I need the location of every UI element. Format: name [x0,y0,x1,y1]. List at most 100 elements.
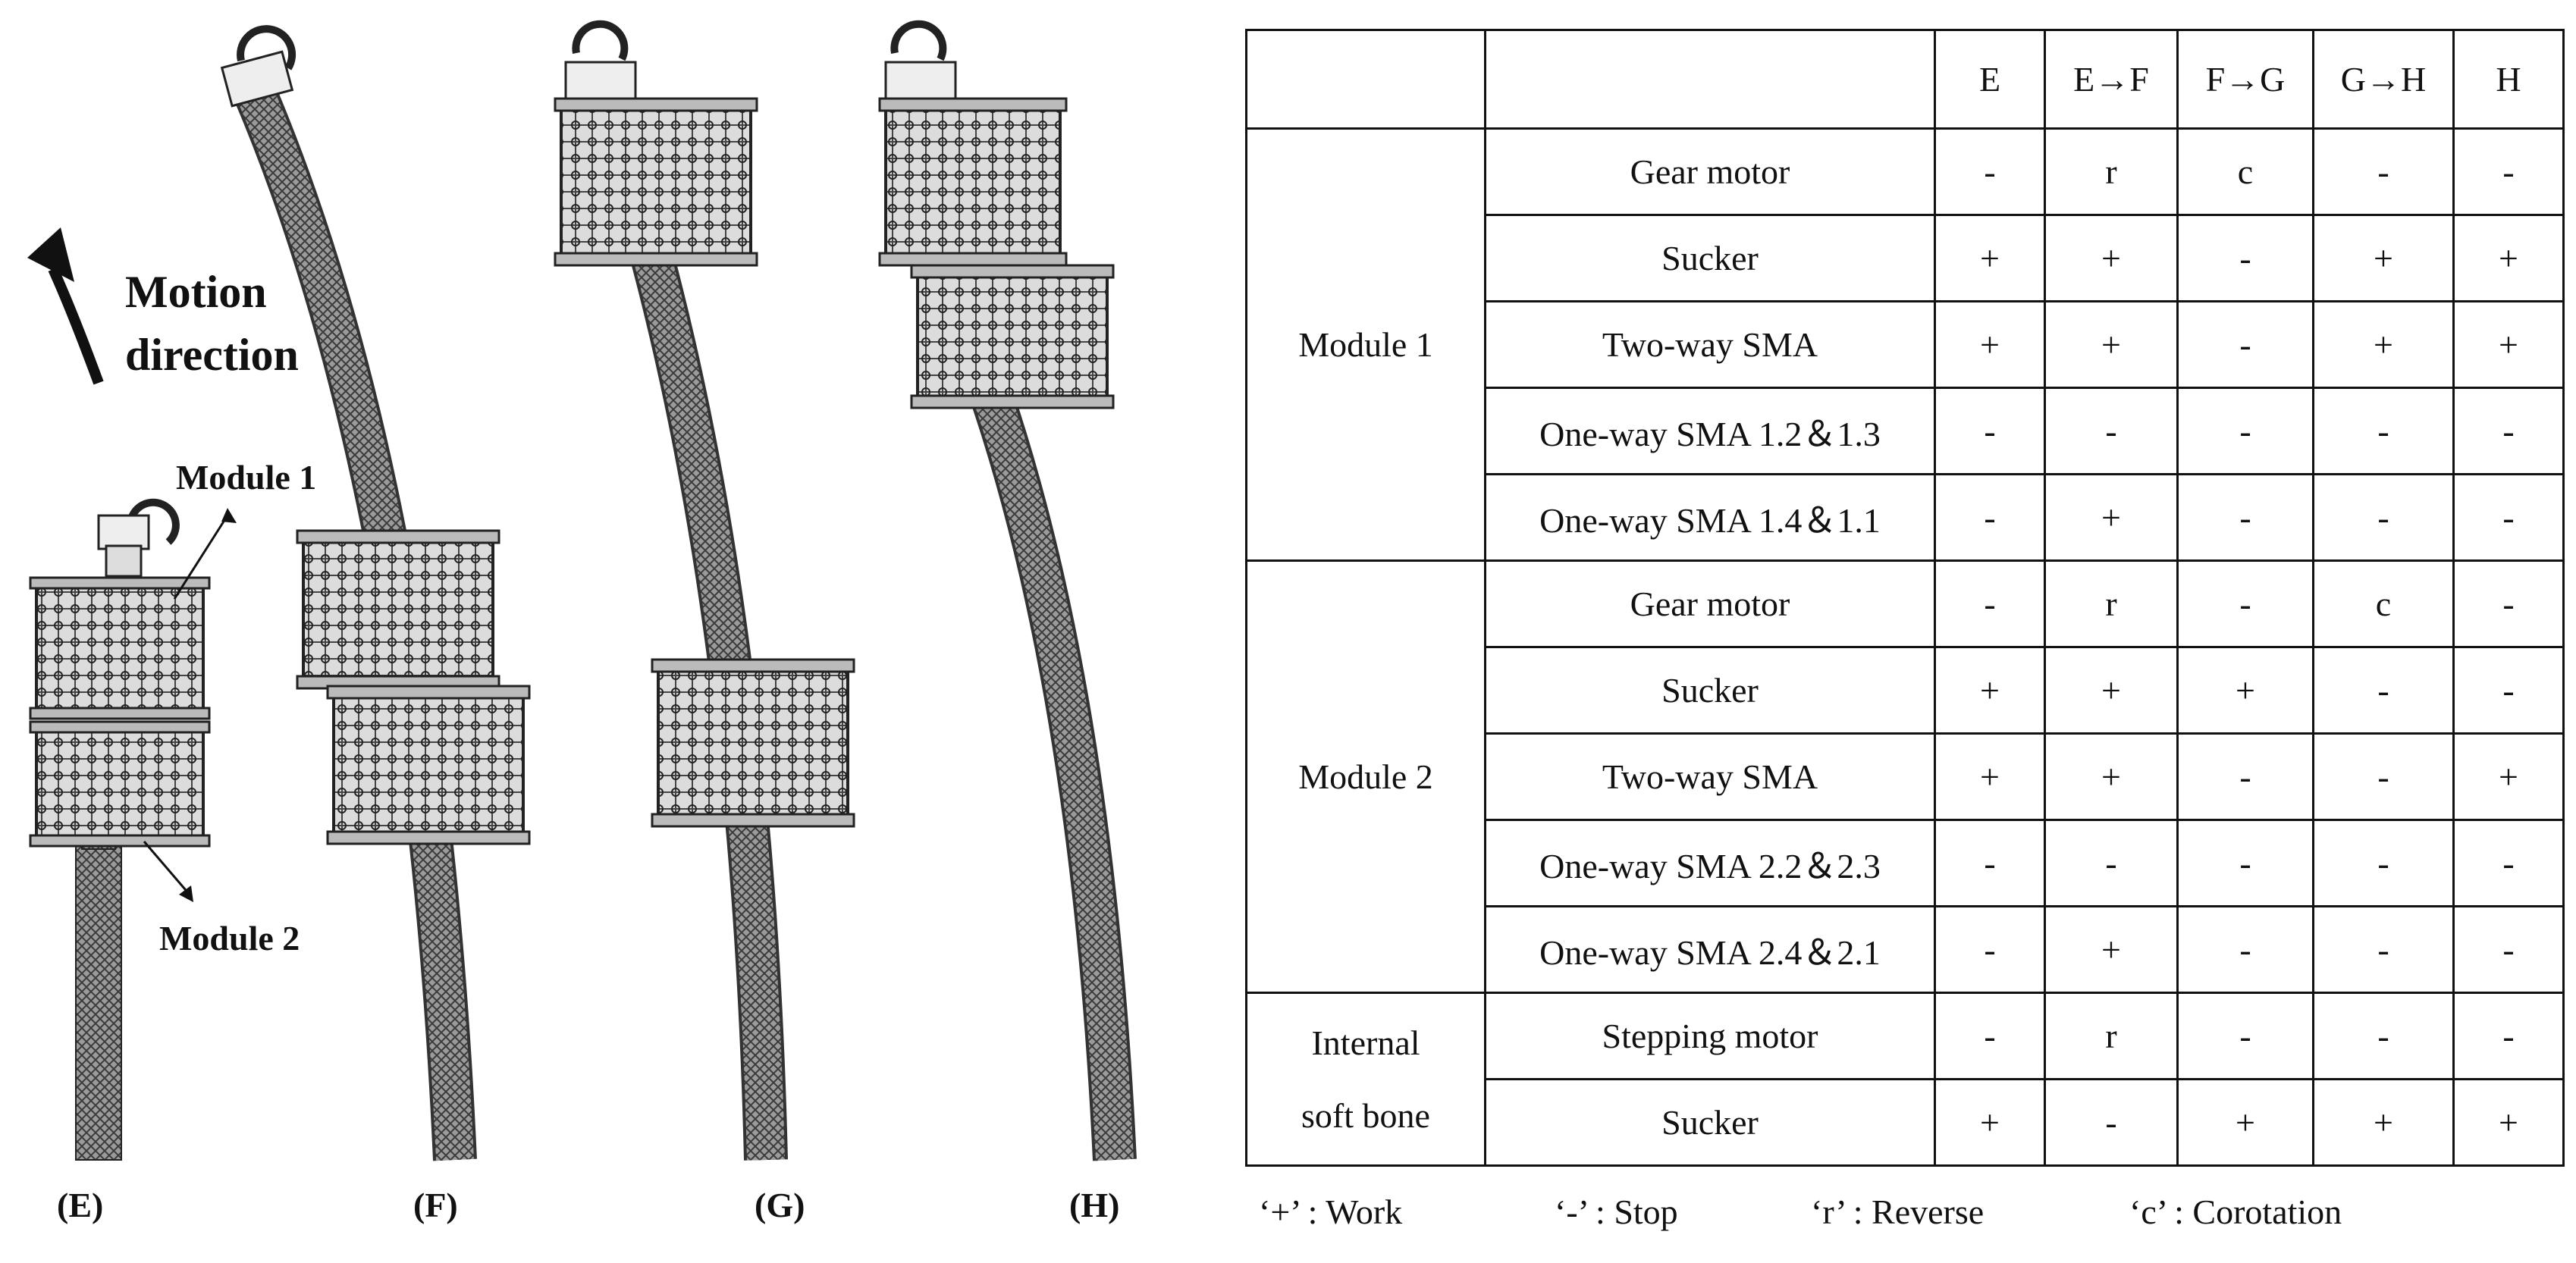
motion-label-line1: Motion [125,267,267,317]
state-cell: - [2452,819,2565,907]
column-header: F→G [2176,29,2314,130]
state-cell: - [2312,646,2455,735]
state-cell: + [2452,300,2565,389]
state-cell: - [2312,473,2455,562]
state-cell: - [2176,300,2314,389]
state-cell: + [1934,646,2046,735]
state-cell: - [2312,992,2455,1080]
table-row: Two-way SMA + + - + + [1247,300,2565,389]
state-cell: - [2452,127,2565,216]
state-cell: + [2044,300,2179,389]
state-cell: + [2044,646,2179,735]
module-1-label: Module 1 [176,458,316,497]
table-row: One-way SMA 2.2＆2.3 - - - - - [1247,819,2565,907]
motion-label-line2: direction [125,330,299,380]
state-cell: - [2312,905,2455,994]
panel-label-g: (G) [755,1186,805,1224]
state-cell: + [2176,1078,2314,1167]
state-cell: + [1934,300,2046,389]
state-cell: - [2312,819,2455,907]
component-cell: One-way SMA 2.2＆2.3 [1484,819,1936,907]
component-cell: Two-way SMA [1484,732,1936,821]
robot-panel-g [554,20,855,1161]
table-row: Sucker + - + + + [1247,1078,2565,1167]
group-cell-module-2: Module 2 [1245,559,1486,994]
component-cell: Gear motor [1484,559,1936,648]
robot-panel-f [220,25,531,1161]
state-cell: + [2176,646,2314,735]
table-row: One-way SMA 1.4＆1.1 - + - - - [1247,473,2565,562]
group-name-line1: Internal [1311,1023,1420,1062]
state-cell: - [2452,559,2565,648]
legend-item-stop: ‘-’ : Stop [1555,1192,1678,1231]
state-cell: - [2044,387,2179,475]
state-cell: - [1934,127,2046,216]
panel-label-f: (F) [413,1186,458,1224]
legend-item-reverse: ‘r’ : Reverse [1811,1192,1985,1231]
table-row: Module 1 Gear motor - r c - - [1245,127,2565,562]
state-cell: - [1934,387,2046,475]
state-cell: + [2044,473,2179,562]
state-cell: r [2044,127,2179,216]
state-cell: - [2452,905,2565,994]
table-row: Sucker + + - + + [1247,214,2565,302]
state-cell: - [2452,473,2565,562]
table-row: Two-way SMA + + - - + [1247,732,2565,821]
state-cell: + [2312,214,2455,302]
robot-motion-illustration: Motion direction Module 1 Module 2 [27,20,1137,1224]
component-cell: Two-way SMA [1484,300,1936,389]
legend: ‘+’ : Work ‘-’ : Stop ‘r’ : Reverse ‘c’ … [1259,1192,2533,1237]
component-state-table: E E→F F→G G→H H Module 1 Gear motor - r … [1245,29,2565,1167]
table-row: Internal soft bone Stepping motor - r - … [1245,992,2565,1167]
table-row: One-way SMA 2.4＆2.1 - + - - - [1247,905,2565,994]
state-cell: + [2312,300,2455,389]
module-2-label: Module 2 [159,919,300,957]
legend-item-corotation: ‘c’ : Corotation [2129,1192,2342,1231]
column-header: E [1934,29,2046,130]
state-cell: - [2176,732,2314,821]
table-header-row: E E→F F→G G→H H [1245,29,2565,130]
motion-direction-arrow [27,227,104,385]
state-cell: + [1934,214,2046,302]
state-cell: - [2312,127,2455,216]
state-cell: c [2312,559,2455,648]
component-cell: Sucker [1484,214,1936,302]
state-cell: - [1934,559,2046,648]
state-cell: + [2312,1078,2455,1167]
table-row: Sucker + + + - - [1247,646,2565,735]
state-cell: - [2044,819,2179,907]
column-header: H [2452,29,2565,130]
state-cell: - [1934,905,2046,994]
group-cell-module-1: Module 1 [1245,127,1486,562]
state-cell: - [2176,905,2314,994]
state-cell: + [2452,732,2565,821]
state-cell: + [2452,1078,2565,1167]
state-cell: - [2176,214,2314,302]
state-cell: + [2452,214,2565,302]
header-empty-cell [1484,29,1936,130]
state-cell: + [2044,732,2179,821]
state-cell: - [2176,387,2314,475]
header-empty-cell [1245,29,1486,130]
panel-label-h: (H) [1069,1186,1119,1224]
state-cell: + [2044,214,2179,302]
state-cell: - [2452,646,2565,735]
component-cell: Stepping motor [1484,992,1936,1080]
state-cell: - [1934,473,2046,562]
state-cell: c [2176,127,2314,216]
column-header: E→F [2044,29,2179,130]
table-row: Module 2 Gear motor - r - c - [1245,559,2565,994]
state-cell: - [2176,992,2314,1080]
state-cell: - [2452,387,2565,475]
group-name-line2: soft bone [1301,1095,1430,1135]
state-cell: + [2044,905,2179,994]
state-cell: r [2044,992,2179,1080]
state-cell: - [2312,732,2455,821]
robot-panel-e [29,498,237,1161]
state-cell: + [1934,732,2046,821]
state-cell: - [2176,819,2314,907]
table-row: One-way SMA 1.2＆1.3 - - - - - [1247,387,2565,475]
state-cell: - [1934,819,2046,907]
group-cell-internal-soft-bone: Internal soft bone [1245,992,1486,1167]
component-cell: Sucker [1484,1078,1936,1167]
